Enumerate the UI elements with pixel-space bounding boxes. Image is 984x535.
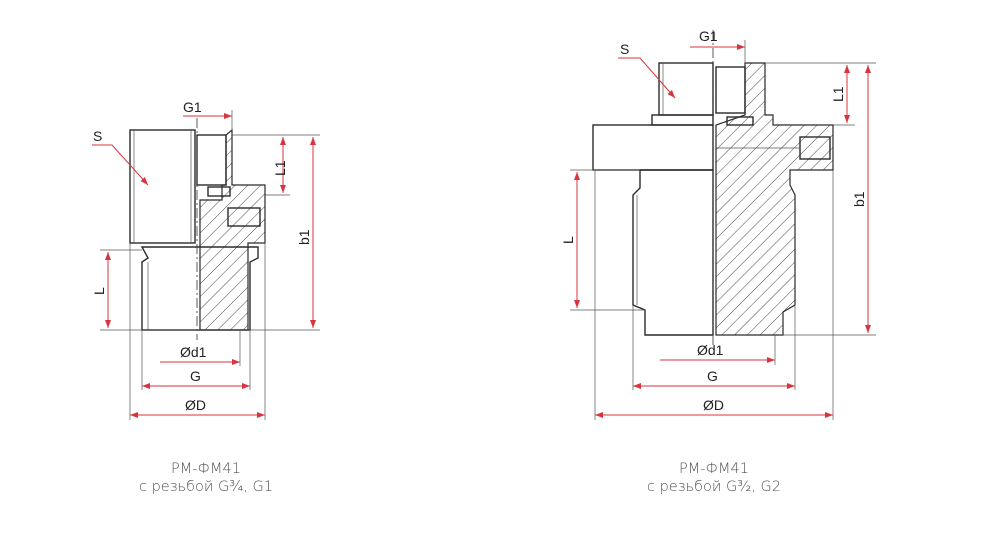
left-caption: РМ-ФМ41 с резьбой G¾, G1 bbox=[86, 460, 326, 496]
label-d1: Ød1 bbox=[697, 342, 724, 358]
right-caption-model: РМ-ФМ41 bbox=[679, 461, 749, 477]
right-caption-thread: с резьбой G³⁄₂, G2 bbox=[647, 479, 781, 495]
vent-valve bbox=[227, 207, 261, 227]
left-caption-model: РМ-ФМ41 bbox=[171, 461, 241, 477]
label-l1: L1 bbox=[830, 86, 846, 102]
label-g1: G1 bbox=[183, 99, 202, 115]
label-g: G bbox=[190, 368, 201, 384]
label-g: G bbox=[707, 368, 718, 384]
left-fitting-drawing: S G1 L1 b1 L Ød1 G ØD bbox=[91, 99, 320, 420]
label-d1: Ød1 bbox=[180, 344, 207, 360]
label-b1: b1 bbox=[851, 191, 867, 207]
left-caption-thread: с резьбой G¾, G1 bbox=[139, 479, 273, 495]
label-b1: b1 bbox=[296, 229, 312, 245]
label-l: L bbox=[560, 236, 576, 244]
seal-ring bbox=[726, 116, 754, 126]
label-s: S bbox=[620, 41, 629, 57]
label-l1: L1 bbox=[272, 160, 288, 176]
section-hatch bbox=[715, 62, 834, 336]
hex-nut-view bbox=[129, 129, 196, 244]
label-g1: G1 bbox=[699, 28, 718, 44]
seal-ring bbox=[207, 186, 231, 197]
label-od: ØD bbox=[703, 397, 724, 413]
label-od: ØD bbox=[185, 397, 206, 413]
right-caption: РМ-ФМ41 с резьбой G³⁄₂, G2 bbox=[594, 460, 834, 496]
right-fitting-drawing: S G1 L1 b1 L Ød1 G ØD bbox=[560, 28, 876, 420]
label-s: S bbox=[93, 128, 102, 144]
section-hatch bbox=[199, 128, 266, 331]
label-l: L bbox=[91, 287, 107, 295]
